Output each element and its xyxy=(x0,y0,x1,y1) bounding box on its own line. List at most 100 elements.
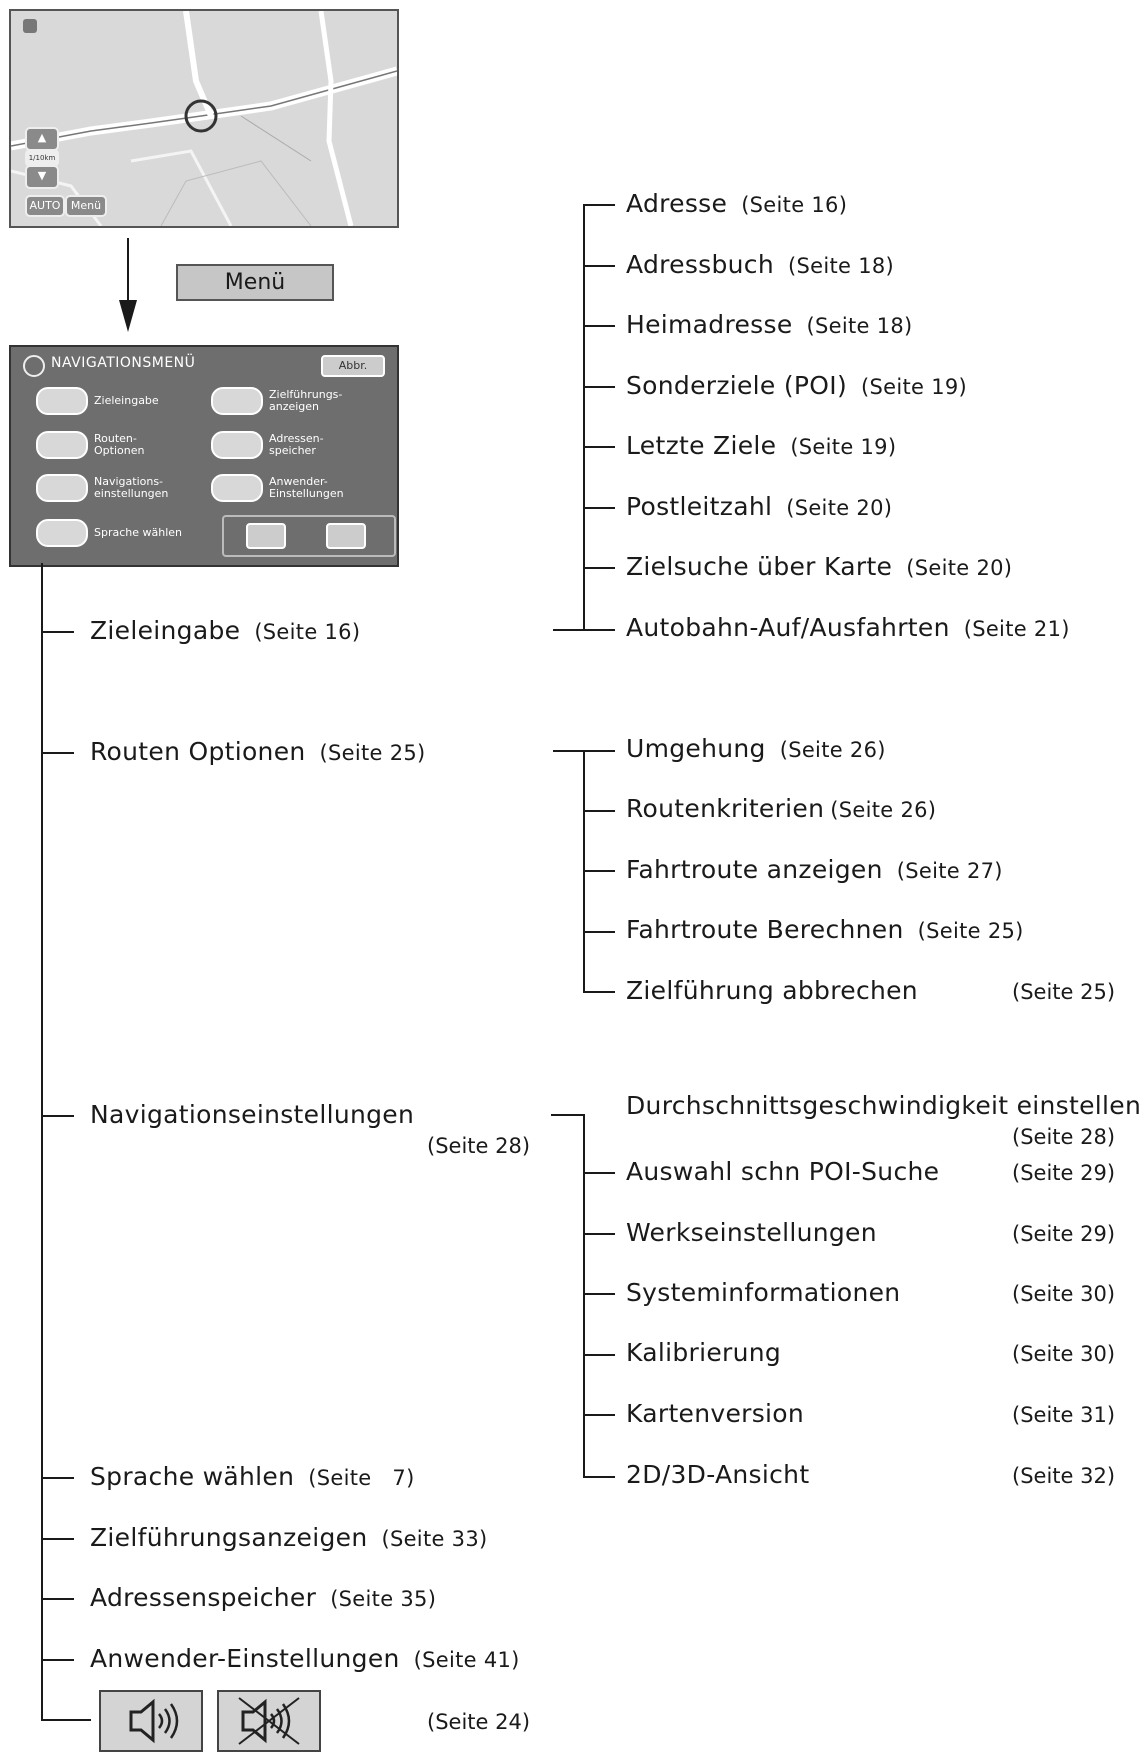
left-item-label: Zieleingabe xyxy=(90,616,241,645)
nav-sprache-waehlen-label: Sprache wählen xyxy=(94,526,183,539)
map-menu-button[interactable]: Menü xyxy=(65,195,107,217)
sub-item-label: Letzte Ziele xyxy=(626,431,777,460)
page-ref: (Seite 25) xyxy=(917,919,1024,943)
nav-adressenspeicher-button[interactable]: Adressen- speicher xyxy=(211,429,324,461)
navi-item-kalibrierung-page: (Seite 30) xyxy=(1012,1342,1116,1366)
navi-item-durchschnittsgeschwindigkeit-page: (Seite 28) xyxy=(1012,1125,1116,1149)
page-ref: (Seite 16) xyxy=(741,193,848,217)
map-auto-button[interactable]: AUTO xyxy=(25,195,65,217)
sub-item-label: Fahrtroute anzeigen xyxy=(626,855,883,884)
nav-routen-optionen-button[interactable]: Routen- Optionen xyxy=(36,429,144,461)
zieleingabe-item-zielsuche-karte: Zielsuche über Karte(Seite 20) xyxy=(626,552,1012,583)
page-ref: (Seite 27) xyxy=(896,859,1003,883)
user-settings-icon xyxy=(211,474,263,502)
sub-item-label: Adressbuch xyxy=(626,250,774,279)
left-item-sprache: Sprache wählen(Seite 7) xyxy=(90,1462,415,1493)
nav-zielfuehrungsanzeigen-button[interactable]: Zielführungs- anzeigen xyxy=(211,385,342,417)
zoom-in-button[interactable]: ▲ xyxy=(25,127,59,151)
map-screenshot: ▲ 1/10km ▼ AUTO Menü xyxy=(9,9,399,228)
page-ref: (Seite 7) xyxy=(308,1466,415,1490)
zieleingabe-branch xyxy=(583,567,615,569)
page-ref: (Seite 19) xyxy=(790,435,897,459)
nav-speaker-on-button[interactable] xyxy=(246,523,286,549)
left-item-zielfuehrungsanzeigen: Zielführungsanzeigen(Seite 33) xyxy=(90,1523,488,1554)
navi-branch xyxy=(583,1476,615,1478)
route-options-icon xyxy=(36,431,88,459)
arrow-down-icon xyxy=(119,300,137,332)
left-item-label: Zielführungsanzeigen xyxy=(90,1523,368,1552)
left-item-navigationseinstellungen: Navigationseinstellungen xyxy=(90,1100,414,1130)
navigation-menu-screenshot: NAVIGATIONSMENÜ Abbr. Zieleingabe Zielfü… xyxy=(9,345,399,567)
navi-item-2d3d-ansicht-page: (Seite 32) xyxy=(1012,1464,1116,1488)
navi-branch xyxy=(583,1233,615,1235)
left-item-label: Routen Optionen xyxy=(90,737,306,766)
navi-item-systeminformationen: Systeminformationen xyxy=(626,1278,900,1308)
page-ref: (Seite 18) xyxy=(788,254,895,278)
zieleingabe-item-letzte-ziele: Letzte Ziele (Seite 19) xyxy=(626,431,896,462)
page-ref: (Seite 20) xyxy=(906,556,1013,580)
left-branch-6 xyxy=(41,1598,74,1600)
navi-item-durchschnittsgeschwindigkeit: Durchschnittsgeschwindigkeit einstellen xyxy=(626,1091,1141,1121)
left-item-label: Anwender-Einstellungen xyxy=(90,1644,400,1673)
navi-item-kartenversion: Kartenversion xyxy=(626,1399,804,1429)
navi-item-systeminformationen-page: (Seite 30) xyxy=(1012,1282,1116,1306)
address-memory-icon xyxy=(211,431,263,459)
destination-icon xyxy=(36,387,88,415)
nav-zieleingabe-button[interactable]: Zieleingabe xyxy=(36,385,159,417)
zieleingabe-branch xyxy=(583,507,615,509)
routen-item-fahrtroute-anzeigen: Fahrtroute anzeigen (Seite 27) xyxy=(626,855,1003,886)
zieleingabe-branch xyxy=(583,265,615,267)
speaker-mute-icon xyxy=(217,1690,321,1752)
routen-connector xyxy=(553,750,584,752)
sub-item-label: Autobahn-Auf/Ausfahrten xyxy=(626,613,950,642)
map-roads xyxy=(11,11,397,226)
sub-item-label: Fahrtroute Berechnen xyxy=(626,915,904,944)
zieleingabe-trunk xyxy=(583,204,585,631)
sub-item-label: Durchschnittsgeschwindigkeit einstellen xyxy=(626,1091,1142,1120)
zieleingabe-branch xyxy=(583,386,615,388)
left-tree-trunk xyxy=(41,563,43,1720)
left-item-speaker-page: (Seite 24) xyxy=(427,1710,531,1734)
page-ref: (Seite 19) xyxy=(861,375,968,399)
nav-sprache-waehlen-button[interactable]: Sprache wählen xyxy=(36,517,182,549)
zieleingabe-branch xyxy=(583,446,615,448)
zieleingabe-item-sonderziele: Sonderziele (POI)(Seite 19) xyxy=(626,371,967,402)
sub-item-label: Kartenversion xyxy=(626,1399,805,1428)
nav-back-icon[interactable] xyxy=(23,355,45,377)
routen-item-zielfuehrung-abbrechen-page: (Seite 25) xyxy=(1012,980,1116,1004)
left-branch-3 xyxy=(41,1115,74,1117)
map-home-icon[interactable] xyxy=(23,19,37,33)
sub-item-label: Heimadresse xyxy=(626,310,793,339)
speaker-on-icon xyxy=(99,1690,203,1752)
nav-routen-optionen-label: Routen- Optionen xyxy=(94,432,145,457)
page-ref: (Seite 35) xyxy=(330,1587,437,1611)
left-branch-1 xyxy=(41,631,74,633)
zieleingabe-branch xyxy=(583,325,615,327)
sub-item-label: Zielführung abbrechen xyxy=(626,976,918,1005)
zieleingabe-item-adresse: Adresse (Seite 16) xyxy=(626,189,847,220)
routen-branch xyxy=(583,931,615,933)
page-ref: (Seite 21) xyxy=(963,617,1070,641)
nav-zieleingabe-label: Zieleingabe xyxy=(94,394,159,407)
nav-speaker-off-button[interactable] xyxy=(326,523,366,549)
zieleingabe-branch xyxy=(583,629,615,631)
nav-abort-button[interactable]: Abbr. xyxy=(321,355,385,377)
nav-navigationseinstellungen-button[interactable]: Navigations- einstellungen xyxy=(36,472,168,504)
routen-branch xyxy=(583,810,615,812)
navigation-settings-icon xyxy=(36,474,88,502)
sub-item-label: Kalibrierung xyxy=(626,1338,782,1367)
sub-item-label: Adresse xyxy=(626,189,728,218)
page-ref: (Seite 20) xyxy=(786,496,893,520)
routen-item-umgehung: Umgehung(Seite 26) xyxy=(626,734,886,765)
zieleingabe-connector xyxy=(553,629,584,631)
page-ref: (Seite 25) xyxy=(319,741,426,765)
navi-item-werkseinstellungen: Werkseinstellungen xyxy=(626,1218,877,1248)
zoom-out-button[interactable]: ▼ xyxy=(25,165,59,189)
left-branch-7 xyxy=(41,1659,74,1661)
sub-item-label: 2D/3D-Ansicht xyxy=(626,1460,810,1489)
nav-anwender-einstellungen-button[interactable]: Anwender- Einstellungen xyxy=(211,472,344,504)
routen-item-fahrtroute-berechnen: Fahrtroute Berechnen (Seite 25) xyxy=(626,915,1024,946)
zieleingabe-item-adressbuch: Adressbuch (Seite 18) xyxy=(626,250,894,281)
menu-button[interactable]: Menü xyxy=(176,264,334,301)
navi-item-2d3d-ansicht: 2D/3D-Ansicht xyxy=(626,1460,809,1490)
